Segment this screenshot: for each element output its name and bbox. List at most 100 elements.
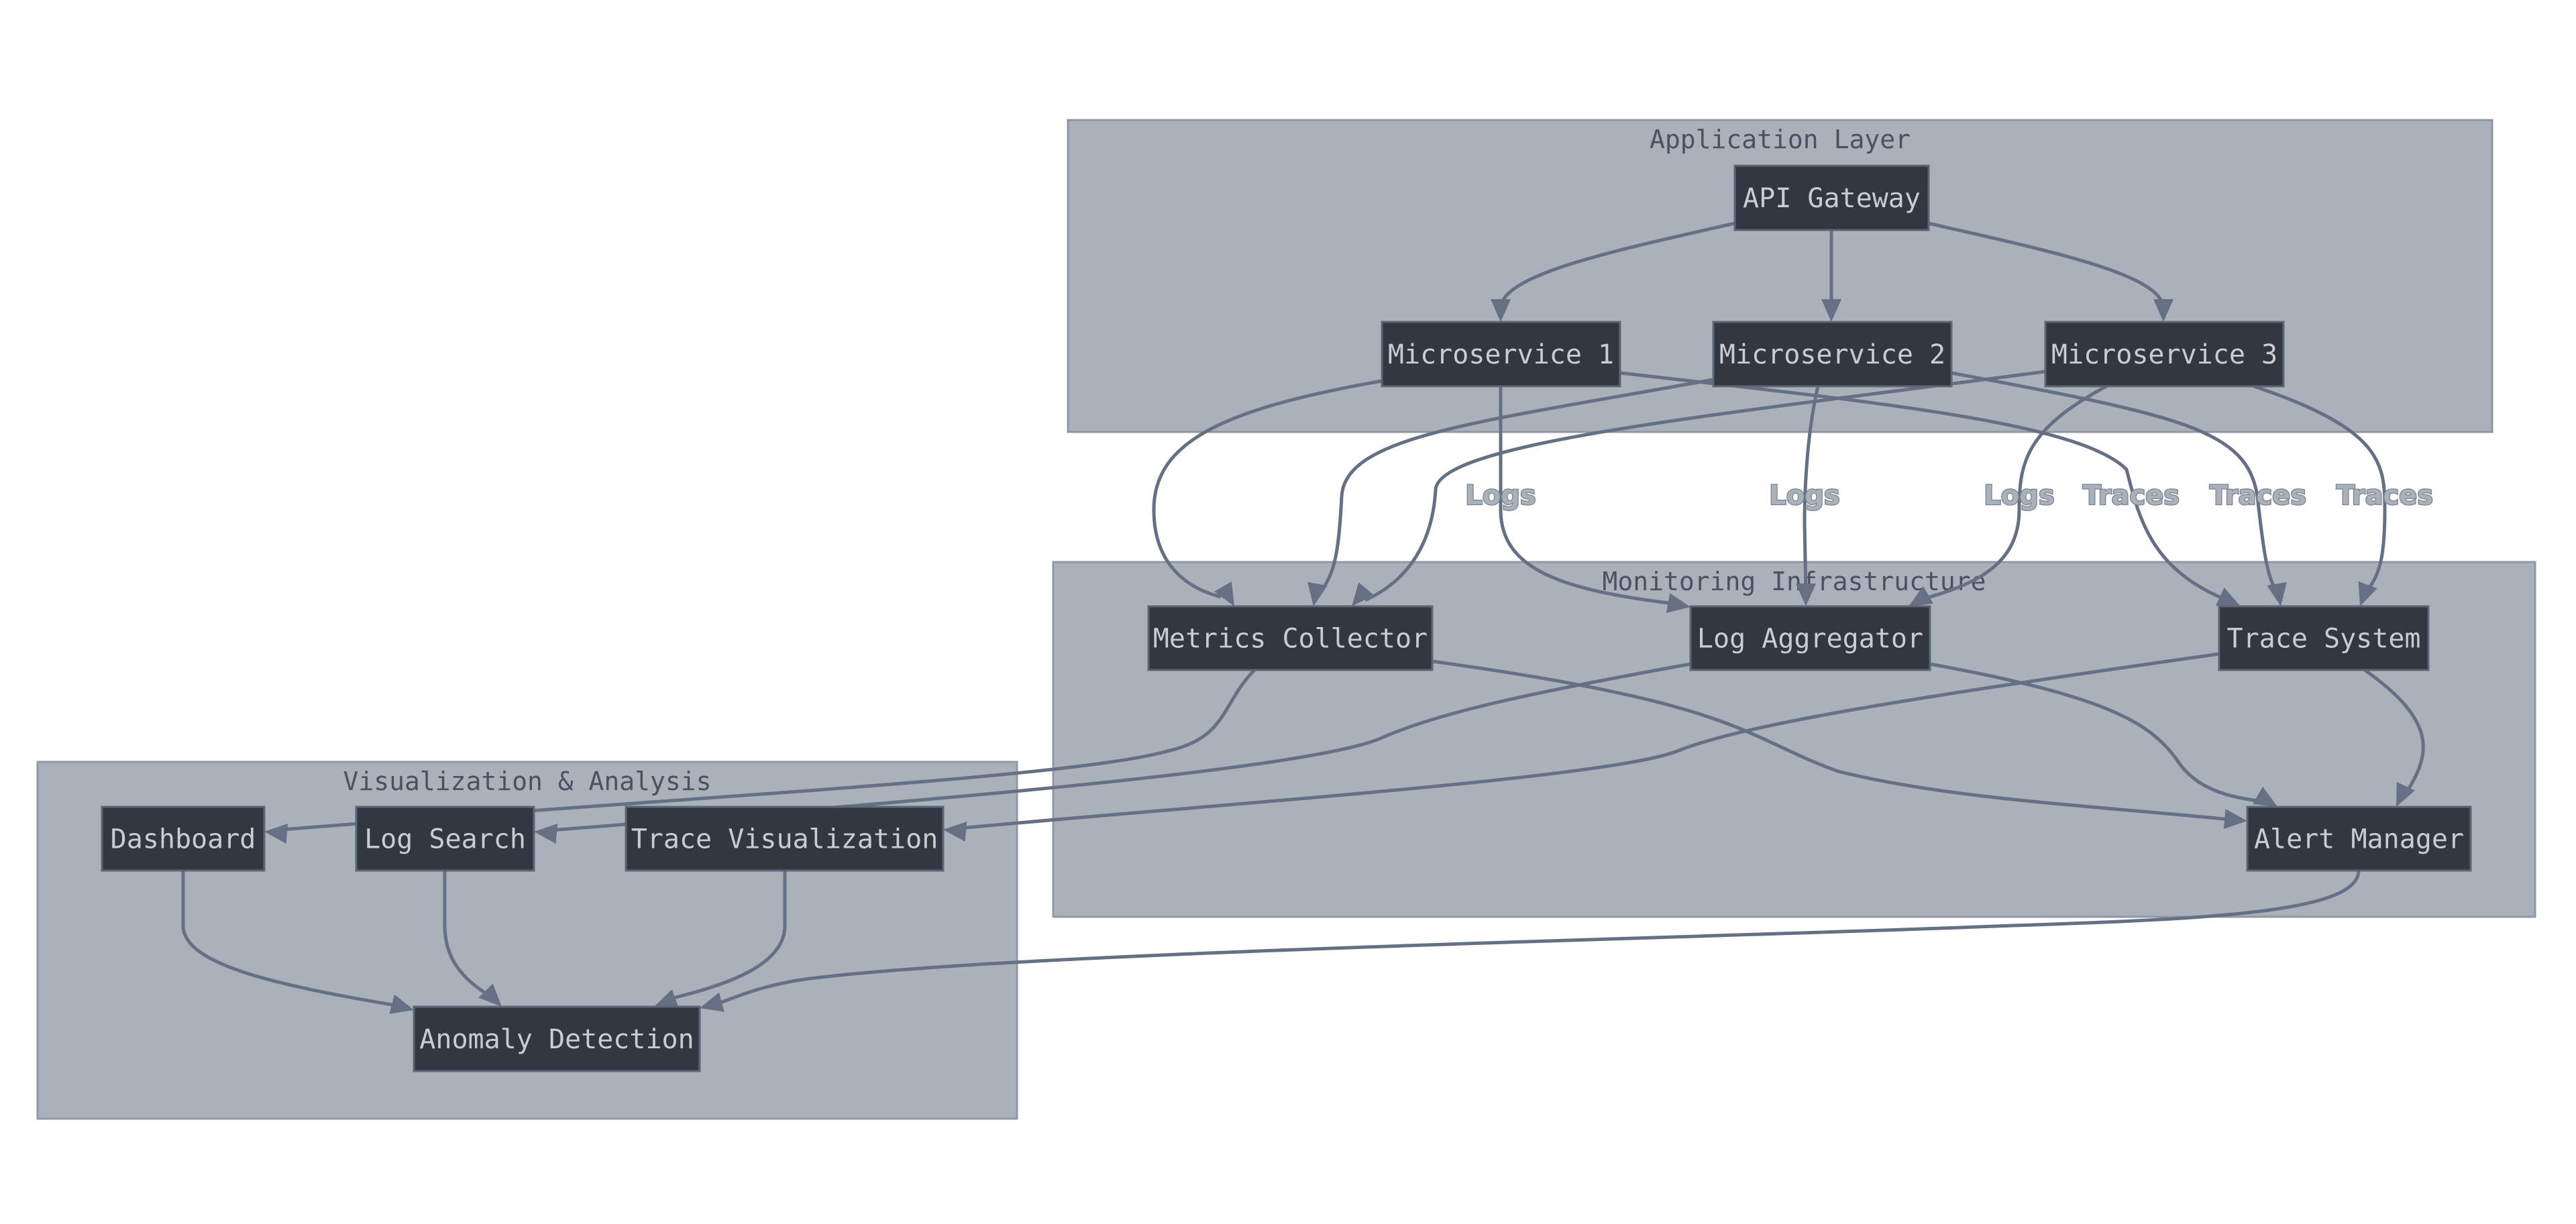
edge-line[interactable] <box>667 871 787 1001</box>
edge-line[interactable] <box>1364 370 2046 602</box>
edge-line[interactable] <box>2363 668 2425 796</box>
edge-line[interactable] <box>1152 379 1383 599</box>
node-label: Trace Visualization <box>631 824 938 855</box>
edge-line[interactable] <box>714 870 2361 1007</box>
node-box[interactable] <box>355 805 535 872</box>
node-label: Anomaly Detection <box>419 1024 694 1055</box>
edge-line[interactable] <box>1929 662 2265 803</box>
node-box[interactable] <box>1381 321 1621 388</box>
node-box[interactable] <box>1733 164 1930 231</box>
edge-ms3-la[interactable] <box>1909 384 2108 606</box>
arrowhead-icon <box>1821 299 1841 322</box>
edge-tv-ad[interactable] <box>654 871 787 1009</box>
arrowhead-icon <box>700 992 724 1012</box>
edge-line[interactable] <box>2253 384 2387 595</box>
edge-label: Traces <box>2083 480 2180 511</box>
node-alert-manager[interactable]: Alert Manager <box>2246 805 2472 872</box>
arrowhead-icon <box>943 822 967 842</box>
edge-gw-ms3[interactable] <box>1928 221 2174 322</box>
edge-la-am[interactable] <box>1929 662 2277 807</box>
edge-line[interactable] <box>1499 386 1674 606</box>
edge-ms2-ts[interactable] <box>1951 371 2287 606</box>
edge-ms2-mc[interactable] <box>1307 378 1714 606</box>
cluster-title: Application Layer <box>1650 125 1911 154</box>
edge-mc-am[interactable] <box>1432 659 2247 829</box>
edge-line[interactable] <box>1317 378 1714 595</box>
edge-mc-db[interactable] <box>264 669 1256 844</box>
arrowhead-icon <box>1491 299 1511 322</box>
edge-line[interactable] <box>1928 221 2165 309</box>
edge-line[interactable] <box>1619 371 2228 602</box>
node-metrics-collector[interactable]: Metrics Collector <box>1147 605 1434 671</box>
arrowhead-icon <box>389 994 414 1014</box>
edge-db-ad[interactable] <box>181 871 414 1014</box>
node-box[interactable] <box>1689 605 1931 671</box>
node-label: Microservice 3 <box>2051 339 2277 370</box>
arrowhead-icon <box>1909 586 1933 606</box>
node-microservice-3[interactable]: Microservice 3 <box>2044 321 2285 388</box>
arrowhead-icon <box>2223 809 2247 829</box>
edge-line[interactable] <box>1918 384 2108 602</box>
arrowhead-icon <box>1352 582 1375 606</box>
node-dashboard[interactable]: Dashboard <box>101 805 266 872</box>
edge-ms3-mc[interactable] <box>1352 370 2046 606</box>
arrowhead-icon <box>1796 583 1816 606</box>
node-microservice-1[interactable]: Microservice 1 <box>1381 321 1621 388</box>
node-label: Alert Manager <box>2254 824 2464 855</box>
arrowhead-icon <box>2267 581 2287 606</box>
node-label: Microservice 1 <box>1388 339 1614 370</box>
node-box[interactable] <box>1712 321 1953 388</box>
edge-line[interactable] <box>181 871 400 1008</box>
arrowhead-icon <box>2153 299 2174 322</box>
node-box[interactable] <box>2044 321 2285 388</box>
arrowhead-icon <box>534 824 558 844</box>
node-label: Microservice 2 <box>1719 339 1945 370</box>
arrowhead-icon <box>478 983 502 1007</box>
arrowhead-icon <box>654 989 680 1009</box>
edge-line[interactable] <box>1499 221 1735 309</box>
node-label: Metrics Collector <box>1153 624 1428 655</box>
node-api-gateway[interactable]: API Gateway <box>1733 164 1930 231</box>
node-box[interactable] <box>625 805 945 872</box>
node-box[interactable] <box>2218 605 2430 671</box>
node-log-aggregator[interactable]: Log Aggregator <box>1689 605 1931 671</box>
node-box[interactable] <box>2246 805 2472 872</box>
node-box[interactable] <box>413 1005 701 1072</box>
edge-ms1-la[interactable] <box>1499 386 1690 613</box>
node-log-search[interactable]: Log Search <box>355 805 535 872</box>
edge-line[interactable] <box>281 669 1256 832</box>
arrowhead-icon <box>2358 581 2377 606</box>
edge-ms1-mc[interactable] <box>1152 379 1383 606</box>
edge-label: Logs <box>1465 480 1536 511</box>
node-box[interactable] <box>1147 605 1434 671</box>
edge-line[interactable] <box>1803 386 1820 594</box>
edge-label: Logs <box>1984 480 2054 511</box>
node-box[interactable] <box>101 805 266 872</box>
node-microservice-2[interactable]: Microservice 2 <box>1712 321 1953 388</box>
edge-line[interactable] <box>443 871 491 998</box>
edge-gw-ms1[interactable] <box>1491 221 1735 322</box>
edge-ms2-la[interactable] <box>1796 386 1820 606</box>
edge-ts-am[interactable] <box>2363 668 2425 807</box>
edge-ms1-ts[interactable] <box>1619 371 2241 606</box>
node-anomaly-detection[interactable]: Anomaly Detection <box>413 1005 701 1072</box>
node-trace-system[interactable]: Trace System <box>2218 605 2430 671</box>
edge-gw-ms2[interactable] <box>1821 230 1841 322</box>
cluster-title: Monitoring Infrastructure <box>1603 567 1986 596</box>
edge-label: Traces <box>2337 480 2433 511</box>
edge-line[interactable] <box>959 652 2220 830</box>
edge-label: Logs <box>1769 480 1839 511</box>
node-label: Dashboard <box>111 824 256 855</box>
edge-label: Traces <box>2210 480 2306 511</box>
edge-line[interactable] <box>1951 371 2279 595</box>
edge-ls-ad[interactable] <box>443 871 502 1007</box>
arrowhead-icon <box>2253 787 2277 807</box>
edge-ms3-ts[interactable] <box>2253 384 2387 606</box>
node-trace-visualization[interactable]: Trace Visualization <box>625 805 945 872</box>
arrowhead-icon <box>1666 593 1690 613</box>
edge-am-ad[interactable] <box>700 870 2361 1012</box>
edge-ts-tv[interactable] <box>943 652 2220 842</box>
edge-line[interactable] <box>1432 659 2231 822</box>
node-label: API Gateway <box>1743 183 1921 214</box>
